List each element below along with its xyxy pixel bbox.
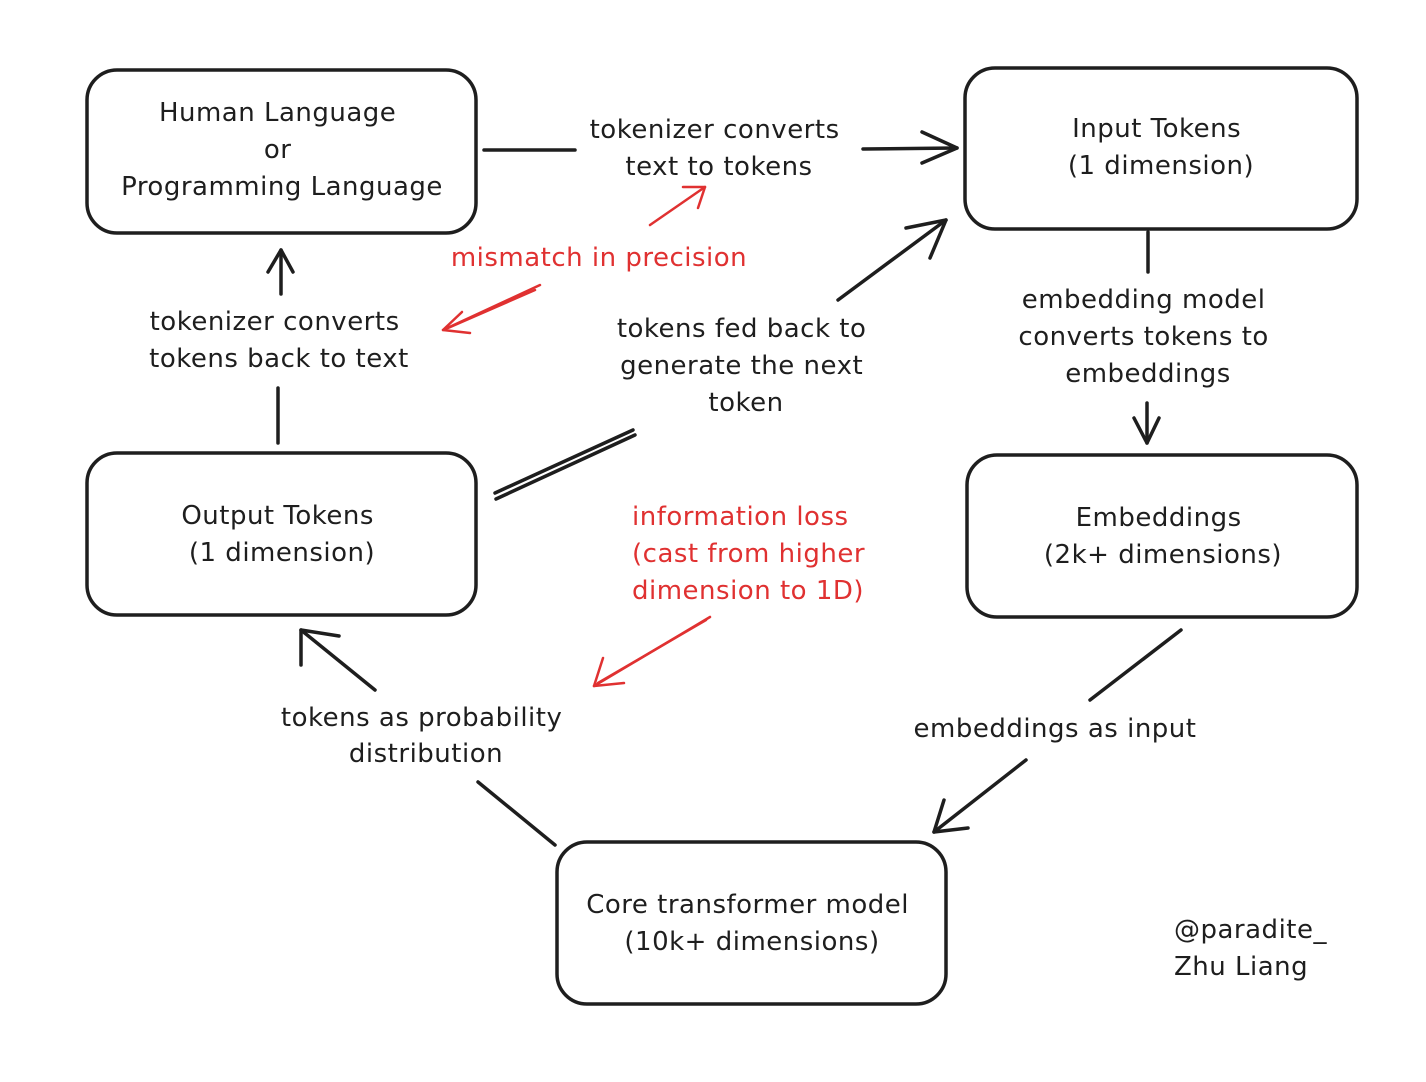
connector-info-loss [592,615,712,688]
human-language-line: Human Language [159,98,396,128]
embed-label: embedding model converts tokens to embed… [1018,285,1277,389]
probability-label: tokens as probability distribution [281,703,571,769]
input-tokens-box [963,66,1359,231]
feedback-label: tokens fed back to generate the next tok… [617,314,875,418]
detokenize-line: tokenizer converts [150,307,400,337]
embeddings-label: Embeddings (2k+ dimensions) [1044,503,1282,570]
human-language-line: or [264,135,292,165]
connector-feedback [493,218,948,501]
detokenize-label: tokenizer converts tokens back to text [149,307,409,374]
embeddings-box [965,453,1359,619]
embed-line: embedding model [1022,285,1266,315]
embeddings-input-line: embeddings as input [914,714,1197,744]
info-loss-annotation: information loss (cast from higher dimen… [632,502,874,606]
probability-line: tokens as probability [281,703,562,733]
feedback-line: token [708,388,783,418]
human-language-line: Programming Language [121,172,443,202]
info-loss-line: dimension to 1D) [632,576,864,606]
credit-handle: @paradite_ [1174,915,1327,945]
output-tokens-line: Output Tokens [181,501,374,531]
core-transformer-line: Core transformer model [586,890,909,920]
mismatch-annotation: mismatch in precision [451,243,747,273]
connector-embeddings-input [932,628,1183,834]
feedback-line: generate the next [620,351,863,381]
author-credit: @paradite_ Zhu Liang [1174,915,1336,982]
input-tokens-line: Input Tokens [1072,114,1241,144]
connector-mismatch [441,185,707,335]
embed-line: converts tokens to [1018,322,1268,352]
info-loss-line: information loss [632,502,849,532]
detokenize-line: tokens back to text [149,344,409,374]
output-tokens-line: (1 dimension) [189,538,375,568]
probability-line: distribution [349,739,503,769]
info-loss-line: (cast from higher [632,539,865,569]
connector-probability [299,628,557,847]
input-tokens-line: (1 dimension) [1068,151,1254,181]
connector-tokenize [482,130,959,165]
feedback-line: tokens fed back to [617,314,867,344]
tokenize-line: tokenizer converts [590,115,840,145]
credit-name: Zhu Liang [1174,952,1308,982]
connector-embed [1132,230,1161,445]
output-tokens-box [85,451,478,617]
embed-line: embeddings [1065,359,1231,389]
input-tokens-label: Input Tokens (1 dimension) [1068,114,1254,181]
tokenize-label: tokenizer converts text to tokens [590,115,849,182]
core-transformer-box [555,840,948,1006]
output-tokens-label: Output Tokens (1 dimension) [181,501,382,568]
human-language-box [85,68,478,235]
mismatch-line: mismatch in precision [451,243,747,273]
human-language-label: Human Language or Programming Language [121,98,443,202]
connector-detokenize [266,248,295,445]
embeddings-line: (2k+ dimensions) [1044,540,1282,570]
core-transformer-line: (10k+ dimensions) [624,927,879,957]
embeddings-input-label: embeddings as input [914,714,1197,744]
core-transformer-label: Core transformer model (10k+ dimensions) [586,890,918,957]
embeddings-line: Embeddings [1076,503,1242,533]
tokenize-line: text to tokens [625,152,812,182]
